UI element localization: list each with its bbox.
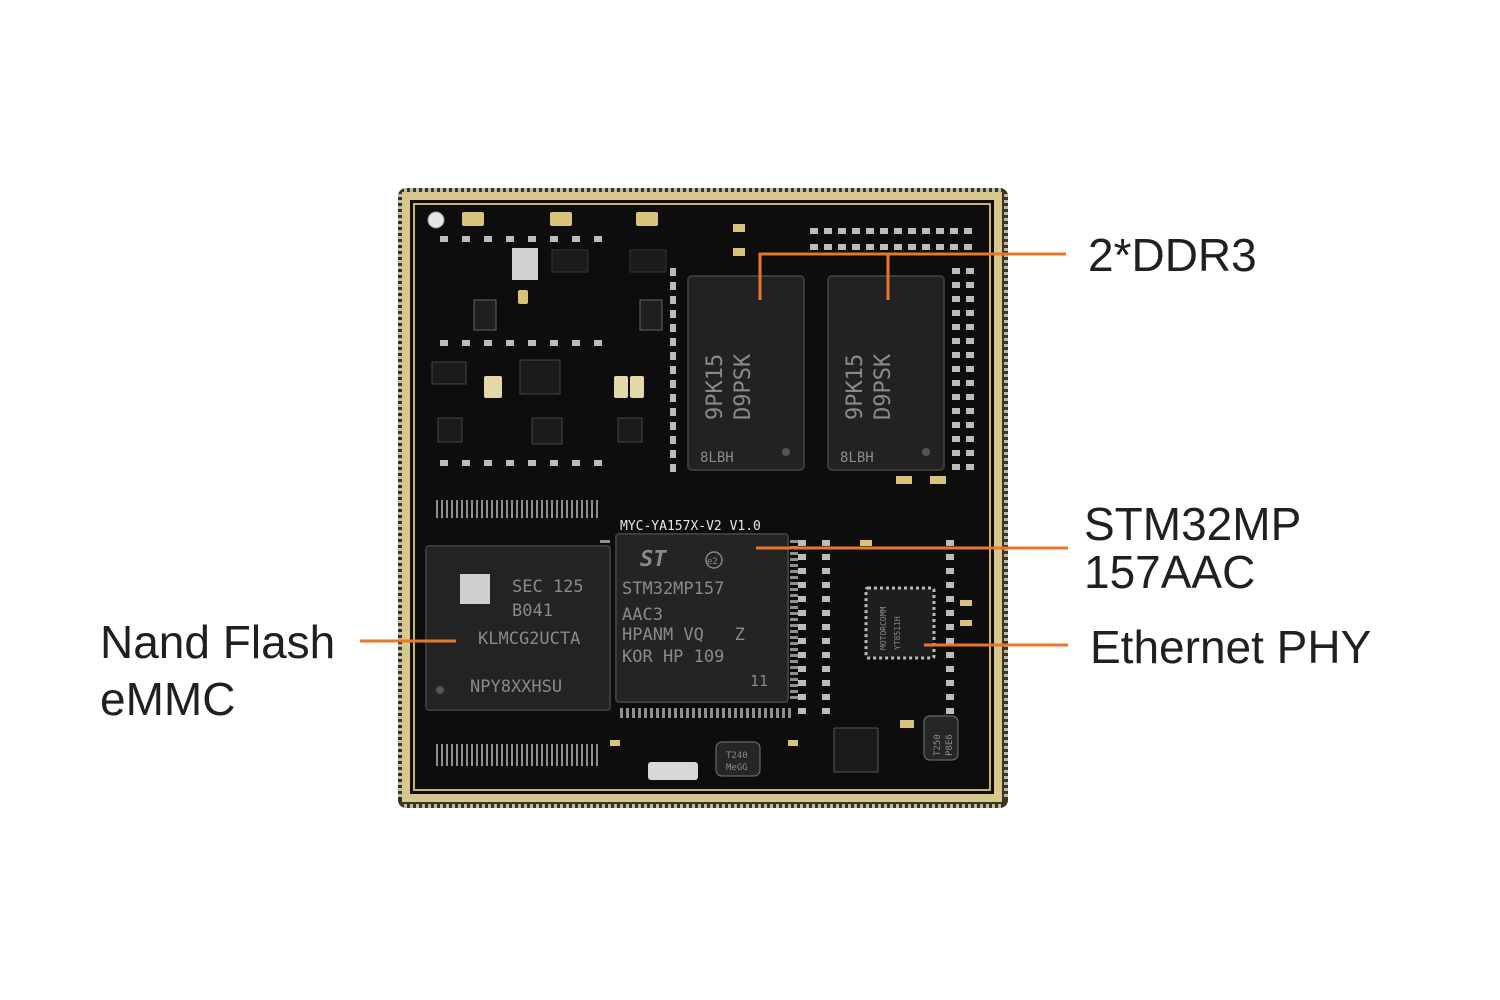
svg-text:NPY8XXHSU: NPY8XXHSU: [470, 677, 562, 697]
crystal-metal: [648, 762, 698, 780]
svg-text:9PK15: 9PK15: [843, 354, 868, 420]
svg-text:8LBH: 8LBH: [840, 450, 874, 466]
emmc-chip: SEC 125 B041 KLMCG2UCTA NPY8XXHSU: [425, 545, 611, 711]
ddr-label: 2*DDR3: [1088, 229, 1257, 281]
svg-text:MOTORCOMM: MOTORCOMM: [879, 606, 888, 650]
svg-text:ST: ST: [640, 547, 667, 572]
svg-text:KLMCG2UCTA: KLMCG2UCTA: [478, 629, 580, 649]
mounting-hole: [427, 211, 445, 229]
svg-text:HPANM VQ Z: HPANM VQ Z: [622, 625, 745, 645]
svg-text:T240: T240: [726, 751, 748, 761]
svg-text:9PK15: 9PK15: [703, 354, 728, 420]
passive-components: [462, 212, 972, 746]
ethernet-label: Ethernet PHY: [1090, 621, 1372, 673]
svg-text:e2: e2: [707, 557, 718, 567]
svg-text:8LBH: 8LBH: [700, 450, 734, 466]
svg-text:D9PSK: D9PSK: [871, 353, 896, 420]
nand-label-line2: eMMC: [100, 673, 236, 725]
cpu-label-line1: STM32MP: [1084, 498, 1302, 550]
cpu-chip: ST e2 STM32MP157 AAC3 HPANM VQ Z KOR HP …: [615, 533, 789, 703]
svg-text:MeGG: MeGG: [726, 763, 748, 773]
callout-lines: [360, 252, 1068, 647]
svg-text:B041: B041: [512, 601, 553, 621]
qfn-chip: [833, 727, 879, 773]
svg-text:D9PSK: D9PSK: [731, 353, 756, 420]
resistor-array: [440, 228, 974, 714]
nand-label-line1: Nand Flash: [100, 616, 336, 668]
cpu-label-line2: 157AAC: [1084, 546, 1256, 598]
ddr3-chip-1: 9PK15 D9PSK 8LBH: [687, 275, 805, 471]
crystal: T250 P8E6: [923, 715, 959, 761]
svg-text:YT8511H: YT8511H: [893, 616, 902, 650]
svg-text:STM32MP157: STM32MP157: [622, 579, 724, 599]
svg-text:11: 11: [750, 672, 768, 690]
small-ics: [431, 248, 667, 445]
ethernet-phy-chip: MOTORCOMM YT8511H: [864, 586, 936, 660]
oscillator: T240 MeGG: [715, 741, 761, 777]
svg-text:AAC3: AAC3: [622, 605, 663, 625]
board-name-silkscreen: MYC-YA157X-V2 V1.0: [620, 519, 761, 534]
svg-text:T250: T250: [933, 734, 943, 756]
castellated-pads: [398, 188, 1008, 808]
svg-text:P8E6: P8E6: [945, 734, 955, 756]
ddr3-chip-2: 9PK15 D9PSK 8LBH: [827, 275, 945, 471]
svg-text:SEC 125: SEC 125: [512, 577, 584, 597]
svg-text:KOR HP 109: KOR HP 109: [622, 647, 724, 667]
